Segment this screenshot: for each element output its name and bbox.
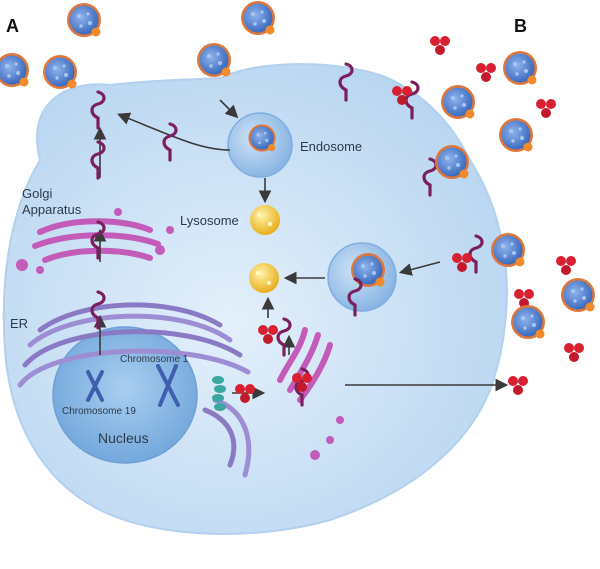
lysosome-2	[249, 263, 279, 293]
chromosome-19-label: Chromosome 19	[62, 406, 136, 417]
golgi-vesicles	[16, 208, 344, 460]
er-label: ER	[10, 316, 28, 331]
golgi-label-line1: Golgi	[22, 186, 52, 201]
golgi-label-line2: Apparatus	[22, 202, 82, 217]
chromosome-19-icon	[86, 370, 104, 402]
endoplasmic-reticulum	[17, 302, 252, 478]
pcsk9-protein-icon	[430, 36, 450, 55]
lysosome-1	[250, 205, 280, 235]
nucleus-label: Nucleus	[98, 430, 149, 446]
endosome-label: Endosome	[300, 139, 362, 154]
chromosome-1-icon	[156, 364, 180, 407]
panel-label-a: A	[6, 16, 19, 36]
chromosome-1-label: Chromosome 1	[120, 354, 189, 365]
lysosome-label: Lysosome	[180, 213, 239, 228]
panel-label-b: B	[514, 16, 527, 36]
nucleus	[52, 326, 198, 464]
pcsk9-gene-icon	[212, 376, 226, 411]
ldl-particle-icon	[351, 253, 385, 287]
